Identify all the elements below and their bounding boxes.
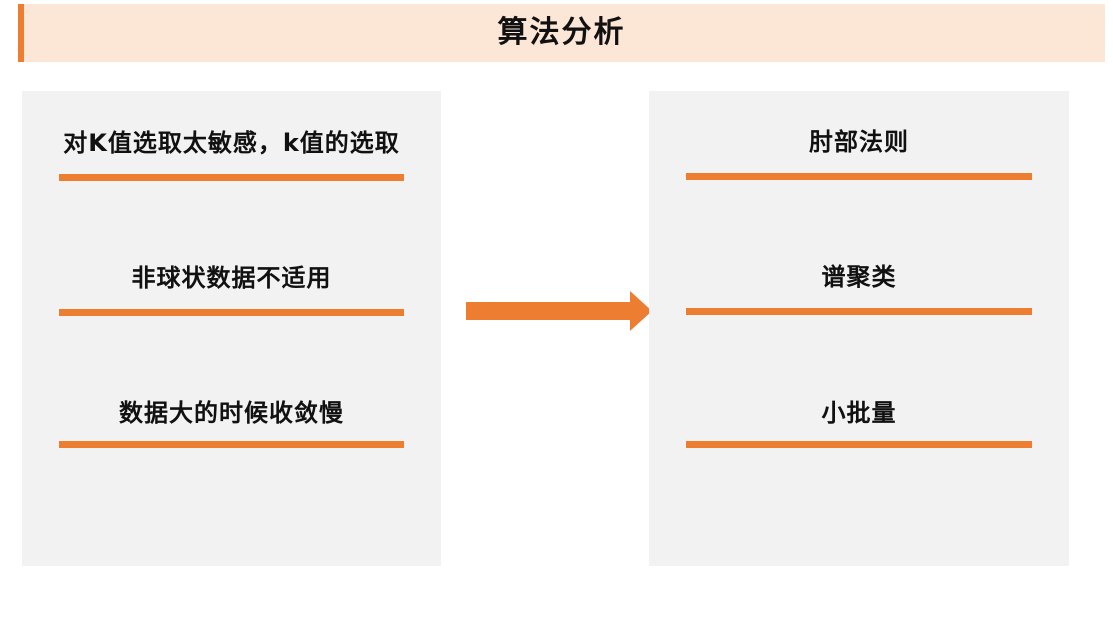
right-arrow-icon <box>466 291 652 331</box>
solutions-panel: 肘部法则 谱聚类 小批量 <box>649 91 1069 566</box>
title-bar <box>18 4 1105 62</box>
problem-item: 数据大的时候收敛慢 <box>22 393 441 453</box>
problem-item-label: 对K值选取太敏感，k值的选取 <box>63 129 400 157</box>
problem-item: 对K值选取太敏感，k值的选取 <box>22 123 441 183</box>
item-underline <box>59 174 404 181</box>
item-underline <box>686 441 1032 448</box>
title-accent-bar <box>18 4 24 62</box>
item-underline <box>686 308 1032 315</box>
problem-item-label: 非球状数据不适用 <box>131 264 332 292</box>
problems-panel: 对K值选取太敏感，k值的选取 非球状数据不适用 数据大的时候收敛慢 <box>22 91 441 566</box>
problem-item: 非球状数据不适用 <box>22 258 441 318</box>
item-underline <box>686 173 1032 180</box>
solution-item-label: 谱聚类 <box>821 263 897 291</box>
item-underline <box>59 309 404 316</box>
item-underline <box>59 441 404 448</box>
solution-item-label: 肘部法则 <box>809 128 909 156</box>
problem-item-label: 数据大的时候收敛慢 <box>119 399 344 427</box>
solution-item: 小批量 <box>649 393 1069 453</box>
page-title: 算法分析 <box>497 15 626 50</box>
solution-item-label: 小批量 <box>821 399 897 427</box>
solution-item: 肘部法则 <box>649 122 1069 182</box>
solution-item: 谱聚类 <box>649 257 1069 317</box>
